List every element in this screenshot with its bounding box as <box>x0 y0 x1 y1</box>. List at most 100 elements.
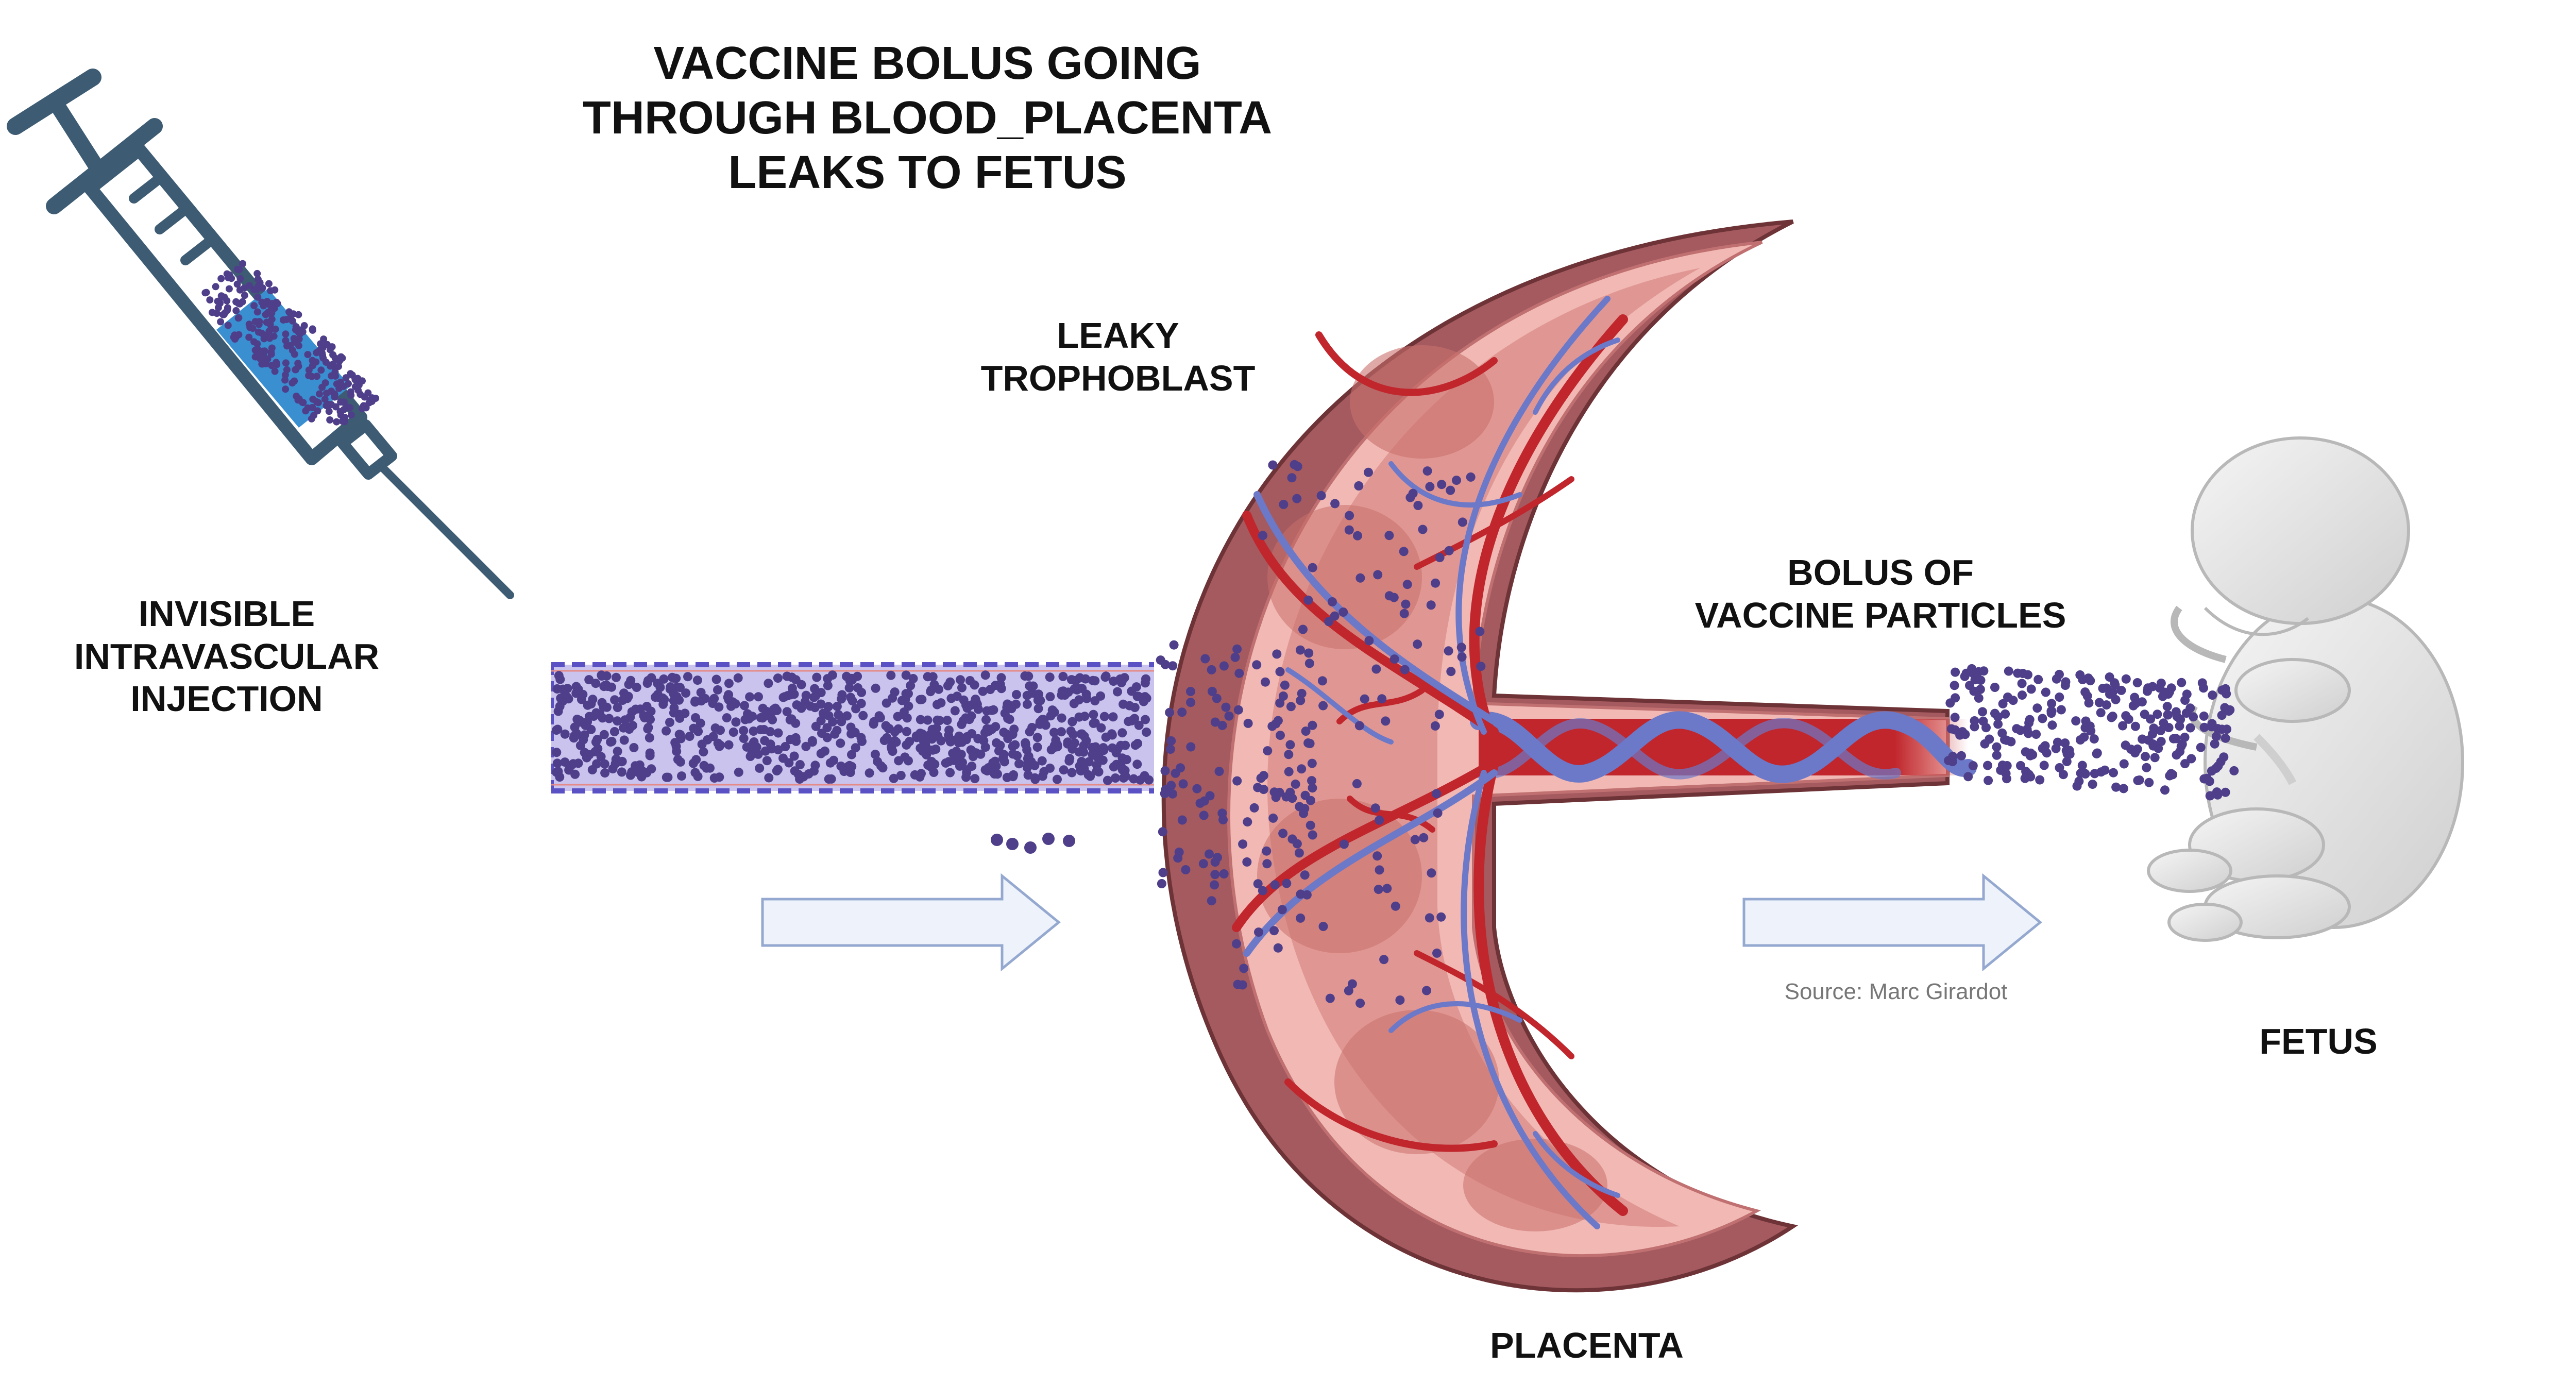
particle <box>989 705 998 715</box>
particle <box>744 714 754 724</box>
syringe-icon <box>7 69 514 599</box>
particle <box>2111 695 2121 704</box>
particle <box>208 309 216 316</box>
particle <box>347 370 354 378</box>
particle <box>1045 692 1055 702</box>
particle <box>2180 696 2190 705</box>
particle <box>865 768 874 778</box>
particle <box>889 773 899 783</box>
particle <box>314 399 322 407</box>
particle <box>1347 979 1357 989</box>
particle <box>1199 810 1209 820</box>
particle <box>764 679 773 688</box>
particle <box>886 670 896 680</box>
particle <box>1131 682 1141 692</box>
particle <box>217 275 225 282</box>
particle <box>976 749 986 759</box>
particle <box>844 683 854 692</box>
particle <box>552 748 562 757</box>
particle <box>952 691 962 701</box>
particle <box>1399 609 1409 618</box>
particle <box>846 692 856 702</box>
particle <box>1297 764 1307 774</box>
particle <box>573 758 583 768</box>
particle <box>645 733 654 742</box>
particle <box>560 729 570 739</box>
particle <box>1192 784 1202 793</box>
particle <box>1292 839 1302 849</box>
particle <box>1045 672 1055 682</box>
particle <box>1230 652 1240 662</box>
particle <box>1297 688 1307 698</box>
particle <box>1261 677 1270 687</box>
particle <box>2102 700 2111 710</box>
particle <box>2224 706 2234 716</box>
particle <box>671 673 681 683</box>
particle <box>1160 766 1170 775</box>
particle <box>333 418 341 426</box>
particle <box>1110 745 1120 754</box>
particle <box>610 695 620 705</box>
particle <box>1294 848 1304 858</box>
particle <box>745 692 755 702</box>
particle <box>1979 666 1989 676</box>
particle <box>225 274 232 281</box>
particle <box>372 395 380 402</box>
particle <box>945 768 955 778</box>
particle <box>692 675 702 685</box>
particle <box>1232 644 1242 654</box>
particle <box>1113 687 1122 697</box>
particle <box>1286 702 1296 712</box>
particle <box>760 746 770 756</box>
particle <box>1259 785 1268 795</box>
bolus-label-line-2: VACCINE PARTICLES <box>1694 595 2066 635</box>
particle <box>266 309 274 317</box>
particle <box>1166 736 1176 746</box>
particle <box>1049 707 1059 717</box>
particle <box>2175 747 2185 756</box>
particle <box>2038 714 2047 723</box>
particle <box>619 688 629 698</box>
particle <box>1217 808 1227 818</box>
particle <box>958 757 967 767</box>
particle <box>1108 712 1118 722</box>
particle <box>253 308 261 316</box>
particle <box>2158 691 2167 701</box>
particle <box>659 674 669 684</box>
particle <box>1330 499 1340 509</box>
particle <box>294 396 302 404</box>
particle <box>2150 753 2160 763</box>
particle <box>1282 879 1292 888</box>
particle <box>906 681 916 690</box>
particle <box>2041 687 2050 697</box>
particle <box>1263 746 1273 756</box>
particle <box>2060 738 2070 748</box>
particle <box>1158 827 1167 837</box>
particle <box>2107 713 2116 722</box>
particle <box>2076 735 2085 745</box>
particle <box>2020 773 2030 783</box>
particle <box>1064 756 1074 766</box>
particle <box>1426 600 1436 610</box>
particle <box>1280 680 1290 690</box>
particle <box>1997 728 2007 738</box>
particle <box>1945 698 1955 708</box>
particle <box>871 683 880 693</box>
particle <box>999 757 1009 767</box>
particle <box>570 769 580 779</box>
particle <box>876 761 886 771</box>
particle <box>1284 750 1294 759</box>
particle <box>291 377 298 385</box>
source-credit: Source: Marc Girardot <box>1784 979 2008 1004</box>
particle <box>1008 749 1018 759</box>
particle <box>1413 501 1423 510</box>
particle <box>1022 699 1032 709</box>
particle <box>1032 733 1042 742</box>
particle <box>956 675 965 685</box>
particle <box>828 717 838 727</box>
particle <box>1992 742 2002 752</box>
particle <box>2004 666 2013 676</box>
particle <box>2156 737 2166 747</box>
particle <box>807 736 817 746</box>
particle <box>245 333 253 341</box>
